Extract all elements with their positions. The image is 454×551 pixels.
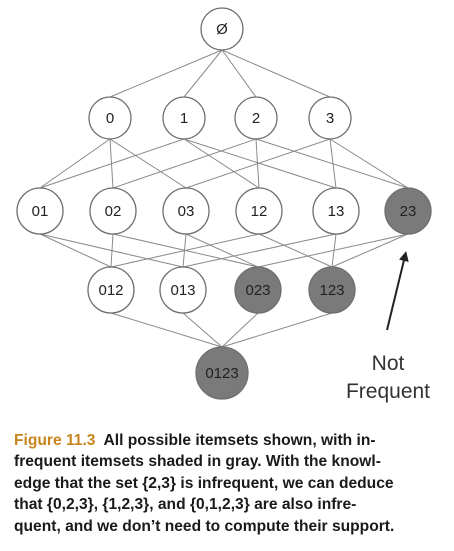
itemset-circle-0 xyxy=(88,96,132,140)
itemset-label-123: 123 xyxy=(319,282,344,299)
itemset-node-01: 01 xyxy=(16,187,64,235)
edge-23-123 xyxy=(331,233,409,268)
annotation-line-not: Not xyxy=(372,352,405,375)
itemset-node-0123: 0123 xyxy=(195,346,249,400)
itemset-label-12: 12 xyxy=(251,203,268,220)
figure-caption: Figure 11.3 All possible itemsets shown, … xyxy=(14,430,440,537)
itemset-label-3: 3 xyxy=(326,110,334,127)
itemset-label-1: 1 xyxy=(180,110,188,127)
not-frequent-annotation: Not Frequent xyxy=(346,251,430,403)
itemset-node-13: 13 xyxy=(312,187,360,235)
itemset-label-023: 023 xyxy=(245,282,270,299)
itemset-circle-02 xyxy=(89,187,137,235)
itemset-circle-empty xyxy=(200,7,244,51)
not-frequent-arrow xyxy=(386,251,409,331)
itemset-node-123: 123 xyxy=(308,266,356,314)
itemset-circle-2 xyxy=(234,96,278,140)
itemset-circle-023 xyxy=(234,266,282,314)
itemset-label-13: 13 xyxy=(328,203,345,220)
edge-empty-3 xyxy=(221,49,331,98)
edge-012-0123 xyxy=(110,312,223,348)
caption-line-5: quent, and we don’t need to compute thei… xyxy=(14,517,395,535)
itemset-label-013: 013 xyxy=(170,282,195,299)
itemset-label-0: 0 xyxy=(106,110,114,127)
itemset-circle-0123 xyxy=(195,346,249,400)
edge-12-123 xyxy=(258,233,333,268)
itemset-node-3: 3 xyxy=(308,96,352,140)
edge-3-03 xyxy=(185,138,331,189)
itemset-node-empty: Ø xyxy=(200,7,244,51)
itemset-node-013: 013 xyxy=(159,266,207,314)
itemset-circle-03 xyxy=(162,187,210,235)
annotation-line-frequent: Frequent xyxy=(346,380,430,403)
itemset-circle-3 xyxy=(308,96,352,140)
edge-3-23 xyxy=(329,138,409,189)
caption-line-3: edge that the set {2,3} is infrequent, w… xyxy=(14,474,394,492)
edge-empty-0 xyxy=(109,49,223,98)
itemset-node-012: 012 xyxy=(87,266,135,314)
caption-text-1: All possible itemsets shown, with in- xyxy=(103,432,376,449)
edge-123-0123 xyxy=(221,312,333,348)
itemset-label-012: 012 xyxy=(98,282,123,299)
caption-line-4: that {0,2,3}, {1,2,3}, and {0,1,2,3} are… xyxy=(14,496,357,514)
edge-23-023 xyxy=(257,233,409,268)
itemset-circle-012 xyxy=(87,266,135,314)
edge-2-02 xyxy=(112,138,257,189)
edge-0-01 xyxy=(39,138,111,189)
itemset-circle-013 xyxy=(159,266,207,314)
edge-2-23 xyxy=(255,138,409,189)
edge-1-13 xyxy=(183,138,337,189)
edge-1-12 xyxy=(183,138,260,189)
edge-03-023 xyxy=(185,233,259,268)
edge-0-03 xyxy=(109,138,187,189)
itemset-label-0123: 0123 xyxy=(205,365,238,382)
itemset-label-01: 01 xyxy=(32,203,49,220)
itemset-node-23: 23 xyxy=(384,187,432,235)
edge-1-01 xyxy=(39,138,185,189)
edge-empty-2 xyxy=(221,49,257,98)
itemset-label-02: 02 xyxy=(105,203,122,220)
itemset-circle-13 xyxy=(312,187,360,235)
figure-label: Figure 11.3 xyxy=(14,432,96,449)
itemset-label-empty: Ø xyxy=(216,21,228,38)
caption-line-1: Figure 11.3 All possible itemsets shown, … xyxy=(14,430,440,451)
itemset-label-03: 03 xyxy=(178,203,195,220)
itemset-node-03: 03 xyxy=(162,187,210,235)
edge-12-012 xyxy=(110,233,260,268)
edge-02-012 xyxy=(110,233,114,268)
edge-01-012 xyxy=(39,233,112,268)
itemset-node-02: 02 xyxy=(89,187,137,235)
itemset-node-023: 023 xyxy=(234,266,282,314)
edge-3-13 xyxy=(329,138,337,189)
edge-13-013 xyxy=(182,233,337,268)
itemset-label-23: 23 xyxy=(400,203,417,220)
itemset-circle-123 xyxy=(308,266,356,314)
lattice-edges xyxy=(39,49,409,348)
caption-line-2: frequent itemsets shaded in gray. With t… xyxy=(14,453,381,471)
itemset-node-0: 0 xyxy=(88,96,132,140)
edge-013-0123 xyxy=(182,312,223,348)
itemset-label-2: 2 xyxy=(252,110,260,127)
itemset-node-12: 12 xyxy=(235,187,283,235)
itemset-circle-1 xyxy=(162,96,206,140)
itemset-circle-01 xyxy=(16,187,64,235)
itemset-circle-12 xyxy=(235,187,283,235)
itemset-node-1: 1 xyxy=(162,96,206,140)
itemset-node-2: 2 xyxy=(234,96,278,140)
edge-023-0123 xyxy=(221,312,259,348)
edge-empty-1 xyxy=(183,49,223,98)
itemset-circle-23 xyxy=(384,187,432,235)
